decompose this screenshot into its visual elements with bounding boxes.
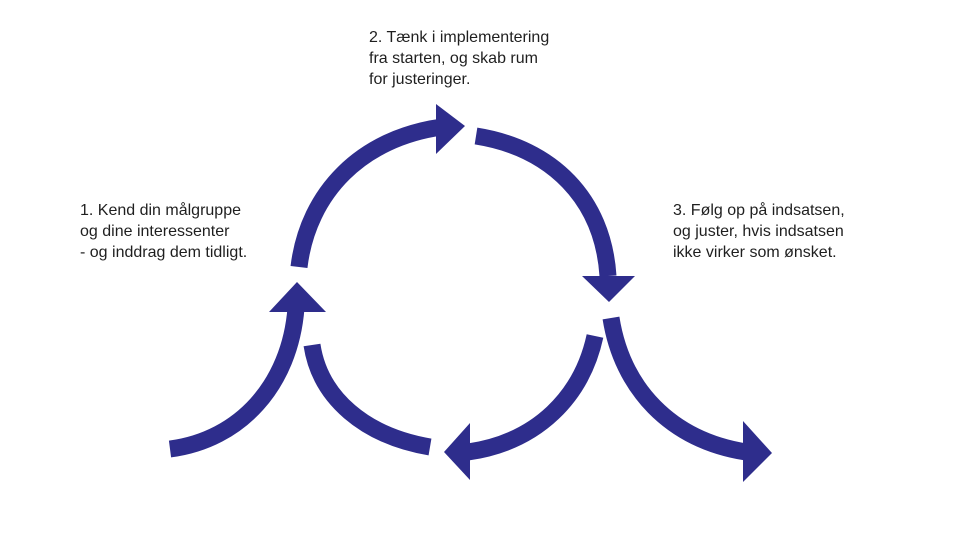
arrowhead-left: [269, 282, 326, 312]
step-2-text: 2. Tænk i implementering fra starten, og…: [369, 27, 549, 90]
incoming-arrow: [168, 307, 305, 458]
step-1-text: 1. Kend din målgruppe og dine interessen…: [80, 200, 247, 263]
step-1-line-2: og dine interessenter: [80, 223, 230, 240]
step-1-line-3: - og inddrag dem tidligt.: [80, 244, 248, 261]
cycle-arrow-top-to-right: [474, 127, 617, 277]
step-2-line-1: 2. Tænk i implementering: [369, 29, 550, 46]
step-3-text: 3. Følg op på indsatsen, og juster, hvis…: [673, 200, 845, 263]
step-3-line-2: og juster, hvis indsatsen: [673, 223, 844, 240]
outgoing-arrow: [602, 316, 748, 461]
arrowhead-outgoing: [743, 421, 772, 482]
cycle-arrow-right-to-bottom: [466, 334, 604, 461]
arrowhead-bottom: [444, 423, 470, 480]
cycle-arrow-bottom-left-return: [303, 343, 432, 456]
step-3-line-1: 3. Følg op på indsatsen,: [673, 202, 845, 219]
step-2-line-2: fra starten, og skab rum: [369, 50, 538, 67]
step-3-line-3: ikke virker som ønsket.: [673, 244, 837, 261]
arrowhead-top: [436, 104, 465, 154]
step-2-line-3: for justeringer.: [369, 71, 471, 88]
arrowhead-right: [582, 276, 635, 302]
cycle-arrow-left-to-top: [290, 118, 444, 269]
step-1-line-1: 1. Kend din målgruppe: [80, 202, 241, 219]
